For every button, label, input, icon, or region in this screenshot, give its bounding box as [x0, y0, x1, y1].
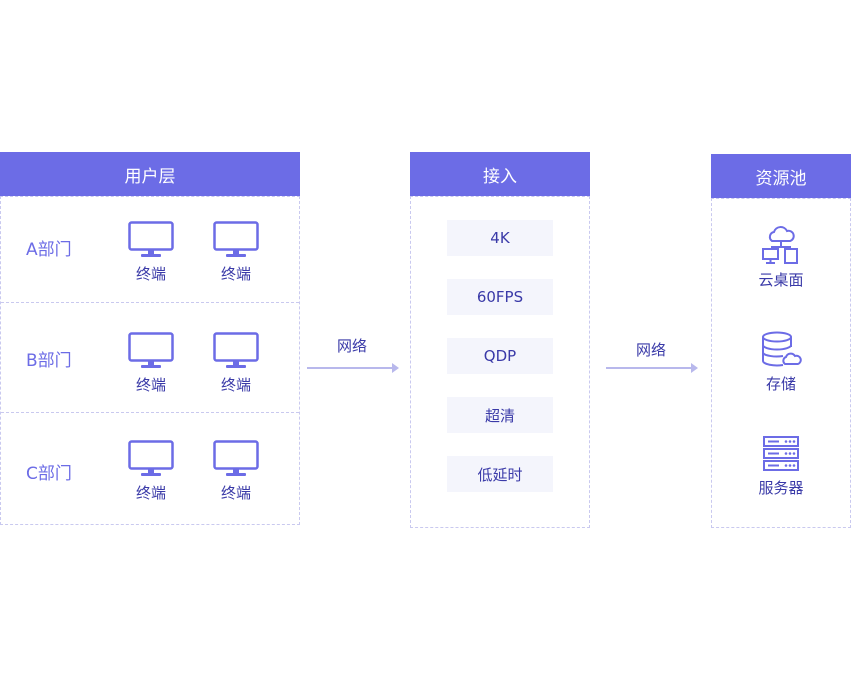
- resource-pool-title: 资源池: [711, 154, 851, 198]
- resource-pool-body: 云桌面 存储: [711, 198, 851, 528]
- terminal: 终端: [128, 221, 174, 284]
- terminal: 终端: [128, 440, 174, 503]
- server-item: 服务器: [712, 435, 850, 498]
- storage-icon: [762, 331, 802, 367]
- terminal-label: 终端: [135, 376, 166, 394]
- department-divider: [1, 302, 299, 303]
- network-label: 网络: [636, 341, 667, 359]
- cloud-desktop-item: 云桌面: [712, 223, 850, 290]
- access-panel: 接入 4K 60FPS QDP 超清 低延时: [410, 152, 590, 528]
- user-layer-panel: 用户层 A部门 终端 终端: [0, 152, 300, 525]
- monitor-icon: [128, 221, 174, 257]
- monitor-icon: [213, 440, 259, 476]
- resource-label: 云桌面: [758, 271, 804, 289]
- network-label: 网络: [337, 337, 368, 355]
- storage-item: 存储: [712, 331, 850, 394]
- terminal: 终端: [128, 332, 174, 395]
- department-divider: [1, 412, 299, 413]
- arrow-right-icon: [606, 363, 698, 373]
- department-label: A部门: [26, 240, 72, 260]
- server-icon: [763, 436, 799, 471]
- resource-pool-panel: 资源池 云桌面 存储: [711, 154, 851, 528]
- resource-label: 存储: [765, 375, 796, 393]
- terminal-label: 终端: [220, 376, 251, 394]
- resource-label: 服务器: [758, 479, 804, 497]
- terminal-label: 终端: [220, 484, 251, 502]
- terminal: 终端: [213, 440, 259, 503]
- monitor-icon: [128, 332, 174, 368]
- monitor-icon: [128, 440, 174, 476]
- terminal-label: 终端: [220, 265, 251, 283]
- department-label: C部门: [26, 464, 72, 484]
- access-title: 接入: [410, 152, 590, 196]
- monitor-icon: [213, 332, 259, 368]
- terminal-label: 终端: [135, 265, 166, 283]
- feature-4k: 4K: [447, 220, 553, 256]
- terminal: 终端: [213, 221, 259, 284]
- monitor-icon: [213, 221, 259, 257]
- feature-60fps: 60FPS: [447, 279, 553, 315]
- arrow-right-icon: [307, 363, 399, 373]
- feature-hd: 超清: [447, 397, 553, 433]
- terminal-label: 终端: [135, 484, 166, 502]
- access-body: 4K 60FPS QDP 超清 低延时: [410, 196, 590, 528]
- feature-qdp: QDP: [447, 338, 553, 374]
- feature-low-latency: 低延时: [447, 456, 553, 492]
- user-layer-body: A部门 终端 终端 B部门: [0, 196, 300, 525]
- department-label: B部门: [26, 351, 72, 371]
- user-layer-title: 用户层: [0, 152, 300, 196]
- cloud-desktop-icon: [762, 226, 798, 264]
- terminal: 终端: [213, 332, 259, 395]
